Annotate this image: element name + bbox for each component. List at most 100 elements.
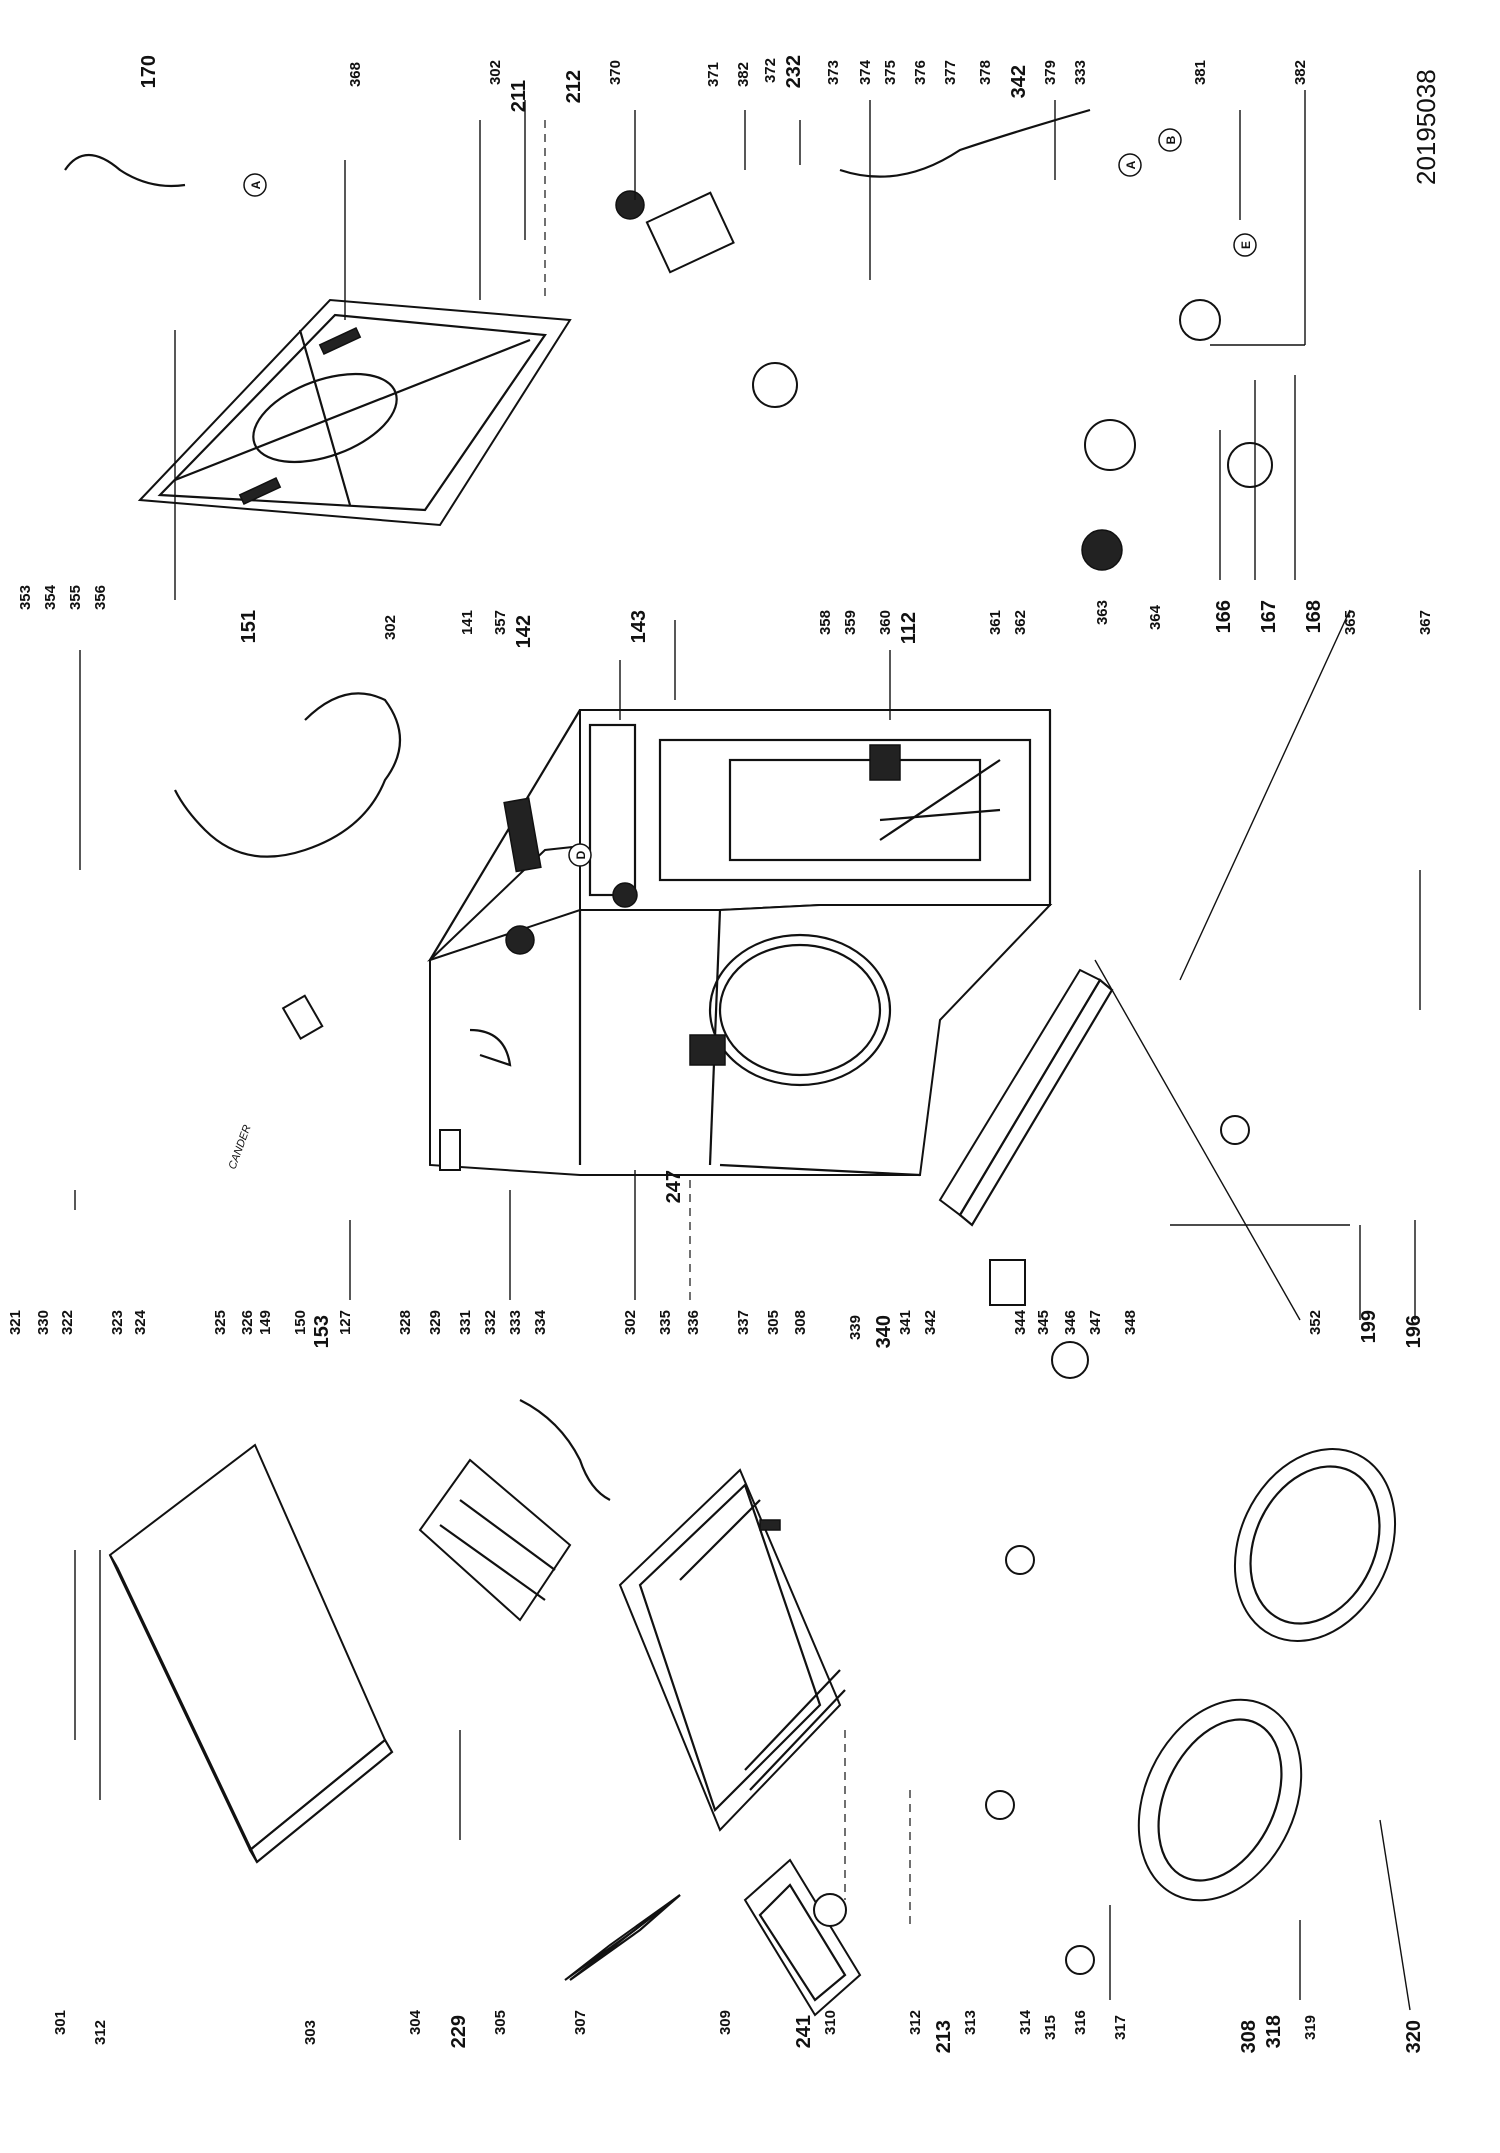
callout-213: 213 <box>933 2020 955 2053</box>
callout-241: 241 <box>793 2015 815 2048</box>
callout-315: 315 <box>1042 2015 1059 2040</box>
callout-322: 322 <box>59 1310 76 1335</box>
callout-302: 302 <box>487 60 504 85</box>
callout-229: 229 <box>448 2015 470 2048</box>
circled-marker-letter: A <box>1124 160 1138 169</box>
base-rail-part <box>938 968 1114 1227</box>
callout-359: 359 <box>842 610 859 635</box>
drain-pump-part <box>1179 299 1221 341</box>
callout-377: 377 <box>942 60 959 85</box>
circled-marker-e: E <box>1233 233 1257 257</box>
callout-325: 325 <box>212 1310 229 1335</box>
callout-374: 374 <box>857 59 874 85</box>
callout-352: 352 <box>1307 1310 1324 1335</box>
callout-308: 308 <box>792 1310 809 1335</box>
callout-372: 372 <box>762 58 779 83</box>
callout-378: 378 <box>977 60 994 85</box>
callout-346: 346 <box>1062 1310 1079 1335</box>
callout-320: 320 <box>1403 2020 1425 2053</box>
callout-303: 303 <box>302 2020 319 2045</box>
callout-141: 141 <box>459 610 476 635</box>
callout-347: 347 <box>1087 1310 1104 1335</box>
callout-376: 376 <box>912 60 929 85</box>
callout-143: 143 <box>628 610 650 643</box>
control-panel-part <box>618 1468 846 1832</box>
circled-marker-letter: D <box>574 850 588 859</box>
callout-361: 361 <box>987 610 1004 635</box>
circled-marker-b: B <box>1158 128 1182 152</box>
callout-313: 313 <box>962 2010 979 2035</box>
callout-301: 301 <box>52 2010 69 2035</box>
callout-328: 328 <box>397 1310 414 1335</box>
bracket-part-150 <box>281 994 324 1040</box>
cabinet-body-part <box>426 709 1053 1177</box>
callout-382: 382 <box>735 62 752 87</box>
callout-353: 353 <box>17 585 34 610</box>
circled-marker-letter: A <box>249 180 263 189</box>
programmer-part <box>418 1399 611 1622</box>
callout-302: 302 <box>622 1310 639 1335</box>
wire-harness-part <box>839 108 1091 178</box>
callout-360: 360 <box>877 610 894 635</box>
lid-hinge-part-322 <box>439 1129 461 1171</box>
callout-314: 314 <box>1017 2009 1034 2035</box>
small-part-370 <box>615 190 645 220</box>
callout-326: 326 <box>239 1310 256 1335</box>
callout-149: 149 <box>257 1310 274 1335</box>
callout-382: 382 <box>1292 60 1309 85</box>
pump-part <box>1084 419 1136 471</box>
callout-305: 305 <box>492 2010 509 2035</box>
document-code: 20195038 <box>1411 69 1441 185</box>
callout-211: 211 <box>508 80 530 112</box>
circled-marker-d: D <box>568 843 592 867</box>
callout-212: 212 <box>563 70 585 103</box>
callout-329: 329 <box>427 1310 444 1335</box>
callout-332: 332 <box>482 1310 499 1335</box>
callout-312: 312 <box>907 2010 924 2035</box>
worktop-part <box>108 1443 394 1864</box>
callout-342: 342 <box>1008 65 1030 98</box>
cabinet-stamp: CANDER <box>227 1123 254 1171</box>
circled-marker-letter: E <box>1239 241 1253 249</box>
leader-lines <box>74 90 1421 2011</box>
callout-373: 373 <box>825 60 842 85</box>
callout-307: 307 <box>572 2010 589 2035</box>
callout-312: 312 <box>92 2020 109 2045</box>
callout-339: 339 <box>847 1315 864 1340</box>
callout-357: 357 <box>492 610 509 635</box>
callout-358: 358 <box>817 610 834 635</box>
callout-308: 308 <box>1238 2020 1260 2053</box>
knob-part-313 <box>985 1790 1015 1820</box>
callout-167: 167 <box>1258 600 1280 633</box>
callout-324: 324 <box>132 1309 149 1335</box>
callout-348: 348 <box>1122 1310 1139 1335</box>
callout-334: 334 <box>532 1309 549 1335</box>
callout-321: 321 <box>7 1310 24 1335</box>
callout-341: 341 <box>897 1310 914 1335</box>
callout-333: 333 <box>507 1310 524 1335</box>
circled-marker-a: A <box>243 173 267 197</box>
callout-318: 318 <box>1263 2015 1285 2048</box>
callout-309: 309 <box>717 2010 734 2035</box>
callout-166: 166 <box>1213 600 1235 633</box>
callout-317: 317 <box>1112 2015 1129 2040</box>
callout-371: 371 <box>705 62 722 87</box>
callout-365: 365 <box>1342 610 1359 635</box>
callout-342: 342 <box>922 1310 939 1335</box>
callout-337: 337 <box>735 1310 752 1335</box>
pressure-switch-part <box>752 362 798 408</box>
callout-362: 362 <box>1012 610 1029 635</box>
top-lid-part <box>137 298 572 527</box>
motor-part <box>645 191 735 274</box>
door-part <box>1137 1447 1397 1902</box>
callout-345: 345 <box>1035 1310 1052 1335</box>
filter-part <box>1227 442 1273 488</box>
callout-354: 354 <box>42 584 59 610</box>
knob-part-316 <box>1065 1945 1095 1975</box>
knob-part-310 <box>813 1893 847 1927</box>
callout-355: 355 <box>67 585 84 610</box>
callout-153: 153 <box>311 1315 333 1348</box>
fan-part <box>1081 529 1123 571</box>
